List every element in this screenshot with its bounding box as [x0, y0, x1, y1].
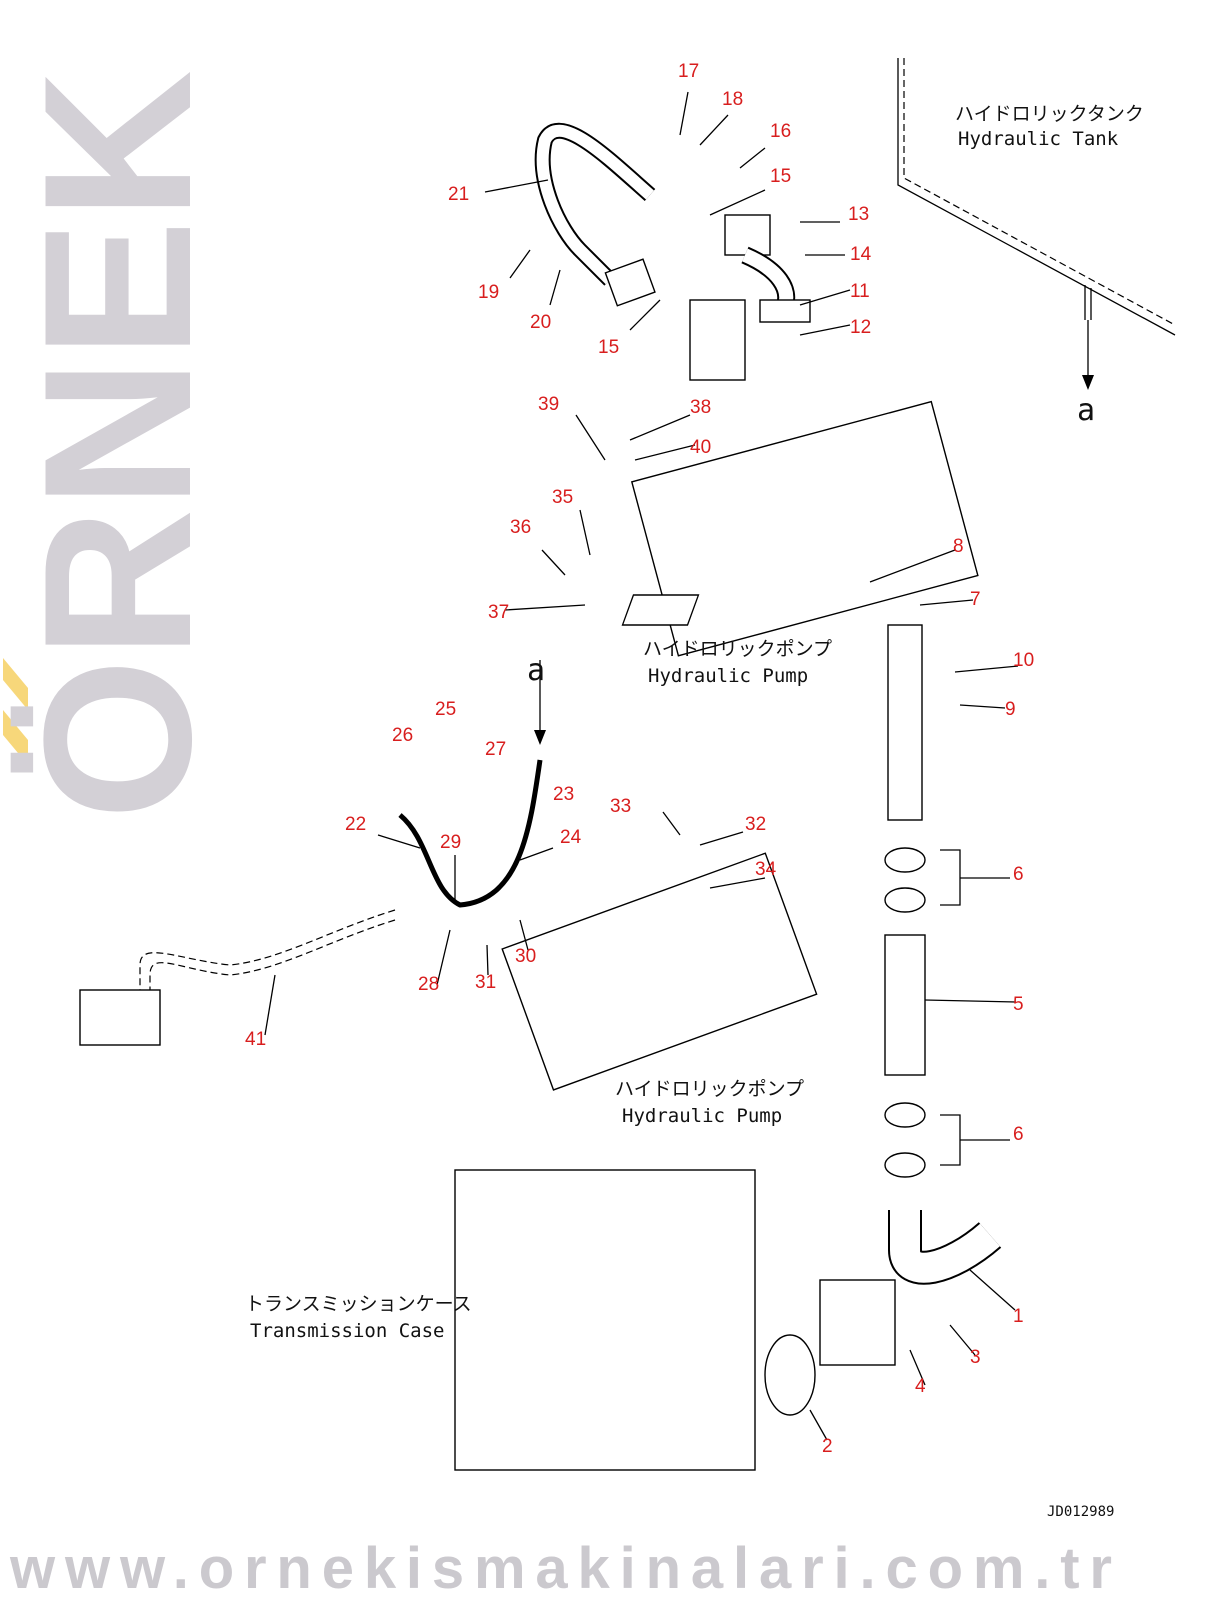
part-number-15: 15 [598, 337, 619, 358]
part-number-4: 4 [915, 1376, 926, 1397]
part-number-7: 7 [970, 589, 981, 610]
part-number-17: 17 [678, 61, 699, 82]
captions: ハイドロリックタンク Hydraulic Tank a ハイドロリックポンプ H… [245, 103, 1144, 1520]
pump-label-en: Hydraulic Pump [622, 1105, 782, 1127]
leader-lines [264, 91, 1019, 1441]
pump-label-jp: ハイドロリックポンプ [615, 1078, 804, 1100]
part-number-5: 5 [1013, 994, 1024, 1015]
part-number-16: 16 [770, 121, 791, 142]
watermark-accent [3, 710, 28, 765]
part-number-22: 22 [345, 814, 366, 835]
part-drawings [79, 122, 1010, 1471]
part-number-15: 15 [770, 166, 791, 187]
part-number-40: 40 [690, 437, 711, 458]
part-number-34: 34 [755, 859, 777, 880]
watermark-url: www.ornekismakinalari.com.tr [9, 1536, 1120, 1598]
part-number-19: 19 [478, 282, 499, 303]
part-number-20: 20 [530, 312, 551, 333]
tank-label-en: Hydraulic Tank [958, 128, 1119, 150]
part-number-31: 31 [475, 972, 496, 993]
part-number-25: 25 [435, 699, 456, 720]
hydraulic-tank [897, 58, 1176, 390]
drawing-id: JD012989 [1047, 1504, 1114, 1520]
part-number-24: 24 [560, 827, 582, 848]
part-number-8: 8 [953, 536, 964, 557]
watermark-brand: ÖRNEK [0, 70, 235, 820]
transmission-label-en: Transmission Case [250, 1320, 444, 1342]
pump-label-jp: ハイドロリックポンプ [643, 638, 832, 660]
watermark: ÖRNEK www.ornekismakinalari.com.tr [0, 70, 1120, 1598]
part-number-37: 37 [488, 602, 509, 623]
part-number-9: 9 [1005, 699, 1016, 720]
part-number-36: 36 [510, 517, 531, 538]
part-number-3: 3 [970, 1347, 981, 1368]
part-number-1: 1 [1013, 1306, 1024, 1327]
part-number-38: 38 [690, 397, 711, 418]
watermark-accent [3, 658, 28, 710]
part-number-35: 35 [552, 487, 573, 508]
part-number-6: 6 [1013, 864, 1024, 885]
transmission-label-jp: トランスミッションケース [245, 1293, 472, 1315]
part-number-18: 18 [722, 89, 743, 110]
part-number-26: 26 [392, 725, 413, 746]
part-number-6: 6 [1013, 1124, 1024, 1145]
part-number-13: 13 [848, 204, 869, 225]
part-number-41: 41 [245, 1029, 266, 1050]
part-number-11: 11 [850, 281, 870, 302]
part-number-30: 30 [515, 946, 536, 967]
part-number-33: 33 [610, 796, 631, 817]
part-number-32: 32 [745, 814, 766, 835]
reference-a: a [1077, 393, 1095, 428]
part-number-14: 14 [850, 244, 872, 265]
part-number-2: 2 [822, 1436, 833, 1457]
pump-label-en: Hydraulic Pump [648, 665, 808, 687]
part-number-28: 28 [418, 974, 439, 995]
part-number-21: 21 [448, 184, 469, 205]
part-number-10: 10 [1013, 650, 1034, 671]
part-number-12: 12 [850, 317, 871, 338]
reference-a: a [527, 653, 545, 688]
part-number-39: 39 [538, 394, 559, 415]
tank-label-jp: ハイドロリックタンク [955, 103, 1144, 125]
part-number-29: 29 [440, 832, 461, 853]
part-number-27: 27 [485, 739, 506, 760]
part-number-23: 23 [553, 784, 574, 805]
